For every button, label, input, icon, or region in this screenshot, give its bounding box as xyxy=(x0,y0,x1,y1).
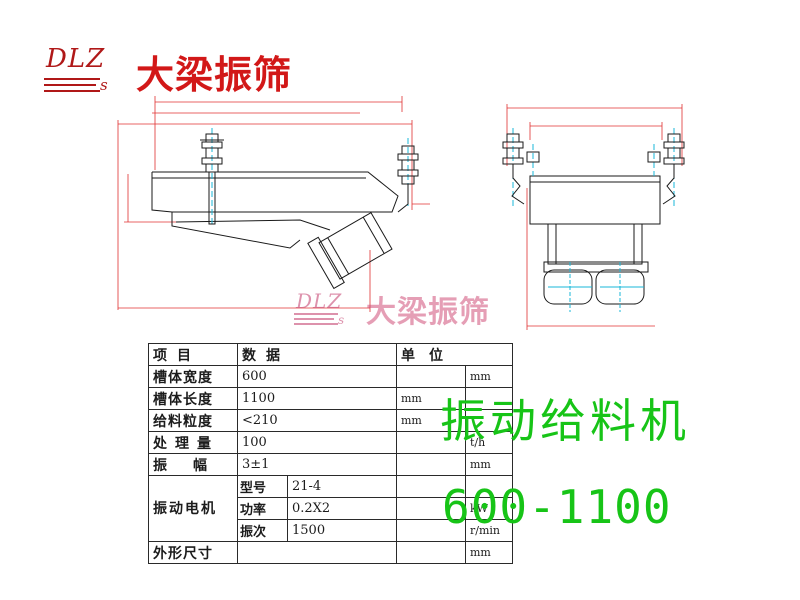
spec-value xyxy=(237,541,397,564)
watermark-letters: DLZ xyxy=(296,289,343,313)
spec-param: 振幅 xyxy=(148,453,238,476)
side-motor xyxy=(307,211,393,290)
spec-param: 处理量 xyxy=(148,431,238,454)
motor-param: 型号 xyxy=(237,475,288,498)
side-suspension-left xyxy=(200,128,224,225)
header-unit: 单位 xyxy=(396,343,513,366)
spec-row: 振次 1500 r/min xyxy=(149,519,513,542)
header-item: 项目 xyxy=(148,343,238,366)
logo-subscript: s xyxy=(100,76,108,94)
watermark-subscript: s xyxy=(338,313,345,327)
spec-header-row: 项目 数据 单位 xyxy=(148,343,513,366)
end-motors xyxy=(543,261,649,312)
motor-param: 功率 xyxy=(237,497,288,520)
spec-value: 600 xyxy=(237,365,397,388)
brand-logo: DLZ s 大梁振筛 xyxy=(40,40,300,110)
end-suspension-right xyxy=(662,128,685,206)
watermark-underline-3 xyxy=(294,323,338,325)
spec-value: 3±1 xyxy=(237,453,397,476)
watermark-underline-2 xyxy=(294,318,334,320)
logo-underline-1 xyxy=(44,78,100,80)
spec-param: 外形尺寸 xyxy=(148,541,238,564)
watermark-company-name: 大梁振筛 xyxy=(366,295,490,330)
side-view xyxy=(117,96,430,312)
side-dimension-lines xyxy=(117,96,430,312)
logo-company-name: 大梁振筛 xyxy=(136,53,293,97)
spec-value: 1100 xyxy=(237,387,397,410)
spec-unit: mm xyxy=(465,365,513,388)
motor-value: 21-4 xyxy=(287,475,397,498)
spec-row: 振幅 3±1 mm xyxy=(148,453,513,476)
logo-underline-3 xyxy=(44,90,100,92)
spec-row: 功率 0.2X2 kW xyxy=(149,497,513,520)
logo-underline-2 xyxy=(44,84,96,86)
motor-value: 1500 xyxy=(287,519,397,542)
end-suspension-left xyxy=(502,128,525,206)
motor-unit: r/min xyxy=(465,519,513,542)
spec-row: 外形尺寸 mm xyxy=(148,541,513,564)
machine-name: 振动给料机 xyxy=(440,394,690,448)
spec-row: 振动电机 型号 21-4 xyxy=(148,475,513,542)
side-suspension-right xyxy=(397,138,419,213)
spec-unit: mm xyxy=(465,453,513,476)
spec-unit: mm xyxy=(465,541,513,564)
side-trough xyxy=(151,171,399,249)
spec-value: 100 xyxy=(237,431,397,454)
spec-row: 槽体宽度 600 mm xyxy=(148,365,513,388)
spec-table: 项目 数据 单位 槽体宽度 600 mm 槽体长度 1100 mm 给料粒度 <… xyxy=(148,343,513,564)
motor-value: 0.2X2 xyxy=(287,497,397,520)
end-trough xyxy=(529,175,661,265)
watermark-underline-1 xyxy=(294,313,338,315)
machine-model: 600-1100 xyxy=(442,480,672,534)
spec-param: 给料粒度 xyxy=(148,409,238,432)
spec-param: 槽体宽度 xyxy=(148,365,238,388)
spec-value: <210 xyxy=(237,409,397,432)
end-dimension-lines xyxy=(506,104,683,330)
end-suspension-right-inner xyxy=(647,144,661,176)
spec-param: 槽体长度 xyxy=(148,387,238,410)
watermark-logo: DLZ s 大梁振筛 xyxy=(290,285,530,340)
motor-param: 振次 xyxy=(237,519,288,542)
end-view xyxy=(502,104,685,330)
spec-row: 处理量 100 t/h xyxy=(148,431,513,454)
motor-group-label: 振动电机 xyxy=(148,475,238,542)
end-suspension-left-inner xyxy=(526,144,540,176)
header-data: 数据 xyxy=(237,343,397,366)
logo-letters: DLZ xyxy=(46,44,106,74)
